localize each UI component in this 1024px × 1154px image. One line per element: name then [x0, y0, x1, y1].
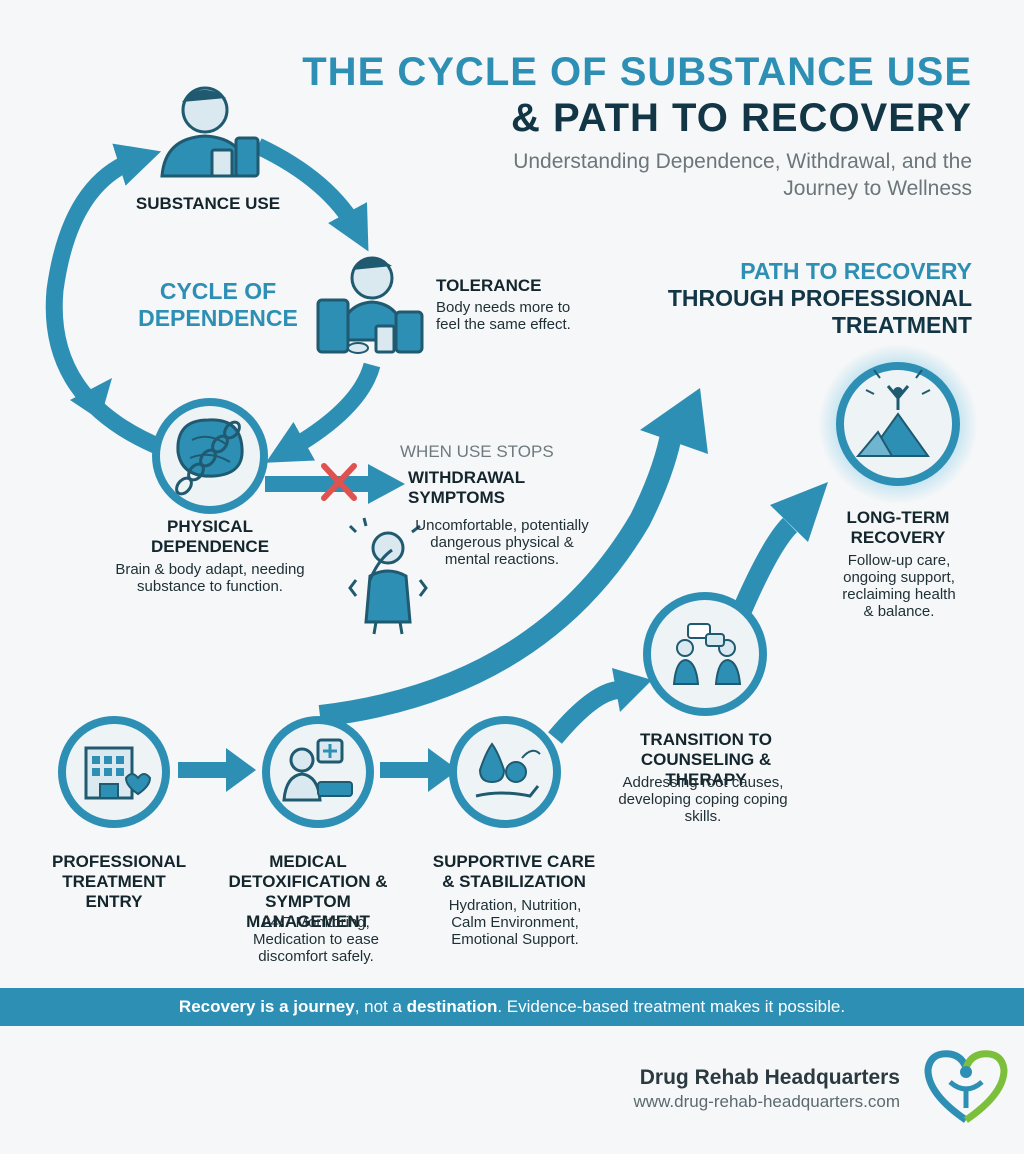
banner-emphasis-1: Recovery is a journey: [178, 997, 355, 1016]
mountain-summit-icon: [818, 344, 978, 504]
banner-text-1: , not a: [354, 997, 407, 1016]
person-with-pills-icon: [160, 86, 260, 178]
withdrawal-arrow: [265, 464, 405, 504]
step-detox-desc: 24/7 Monitoring, Medication to ease disc…: [253, 914, 379, 965]
recovery-path-title: PATH TO RECOVERY THROUGH PROFESSIONAL TR…: [622, 258, 972, 339]
cycle-arrows: [45, 138, 381, 463]
recovery-big-arrowhead: [640, 388, 708, 454]
distressed-person-icon: [348, 517, 428, 635]
step-counseling-desc: Addressing root causes, developing copin…: [618, 774, 788, 825]
cycle-title: CYCLE OF DEPENDENCE: [138, 278, 298, 331]
doctor-patient-icon: [262, 716, 374, 828]
brand-name: Drug Rehab Headquarters: [639, 1066, 900, 1089]
hand-with-water-fruit-icon: [449, 716, 561, 828]
heart-people-logo-icon: [924, 1050, 1008, 1123]
person-with-medications-icon: [316, 256, 424, 354]
step-counseling-label: TRANSITION TO COUNSELING & THERAPY: [640, 730, 772, 789]
tolerance-desc: Body needs more to feel the same effect.: [436, 299, 571, 333]
banner-emphasis-2: destination: [406, 997, 498, 1016]
step-detox-label: MEDICAL DETOXIFICATION & SYMPTOM MANAGEM…: [228, 852, 388, 931]
step-supportive-label: SUPPORTIVE CARE & STABILIZATION: [432, 852, 596, 891]
physical-dependence-label: PHYSICAL DEPENDENCE: [150, 517, 270, 556]
withdrawal-label: WITHDRAWAL SYMPTOMS: [408, 468, 525, 507]
recovery-big-arrow: [318, 427, 683, 727]
path-arrows: [178, 482, 828, 792]
bottom-banner: Recovery is a journey, not a destination…: [0, 988, 1024, 1026]
main-title-line2: & PATH TO RECOVERY: [510, 96, 972, 140]
cycle-arrowhead-left: [70, 378, 112, 420]
step-entry-label: PROFESSIONAL TREATMENT ENTRY: [52, 852, 187, 911]
tolerance-label: TOLERANCE: [436, 276, 542, 295]
main-title-line1: THE CYCLE OF SUBSTANCE USE: [302, 50, 972, 94]
step-longterm-desc: Follow-up care, ongoing support, reclaim…: [842, 552, 956, 620]
blocked-x-icon: [321, 463, 357, 501]
chained-brain-icon: [152, 398, 268, 514]
counseling-session-icon: [643, 592, 767, 716]
banner-text-2: . Evidence-based treatment makes it poss…: [497, 997, 846, 1016]
brand-url[interactable]: www.drug-rehab-headquarters.com: [633, 1092, 900, 1111]
hospital-icon: [58, 716, 170, 828]
recovery-path-title-line1: PATH TO RECOVERY: [740, 258, 972, 284]
step-longterm-label: LONG-TERM RECOVERY: [846, 508, 950, 547]
recovery-path-title-line2: THROUGH PROFESSIONAL TREATMENT: [667, 285, 972, 338]
when-use-stops-label: WHEN USE STOPS: [400, 442, 554, 461]
subtitle: Understanding Dependence, Withdrawal, an…: [513, 150, 972, 200]
step-supportive-desc: Hydration, Nutrition, Calm Environment, …: [448, 897, 582, 948]
physical-dependence-desc: Brain & body adapt, needing substance to…: [115, 561, 305, 595]
withdrawal-desc: Uncomfortable, potentially dangerous phy…: [415, 517, 589, 568]
substance-use-label: SUBSTANCE USE: [135, 194, 281, 213]
